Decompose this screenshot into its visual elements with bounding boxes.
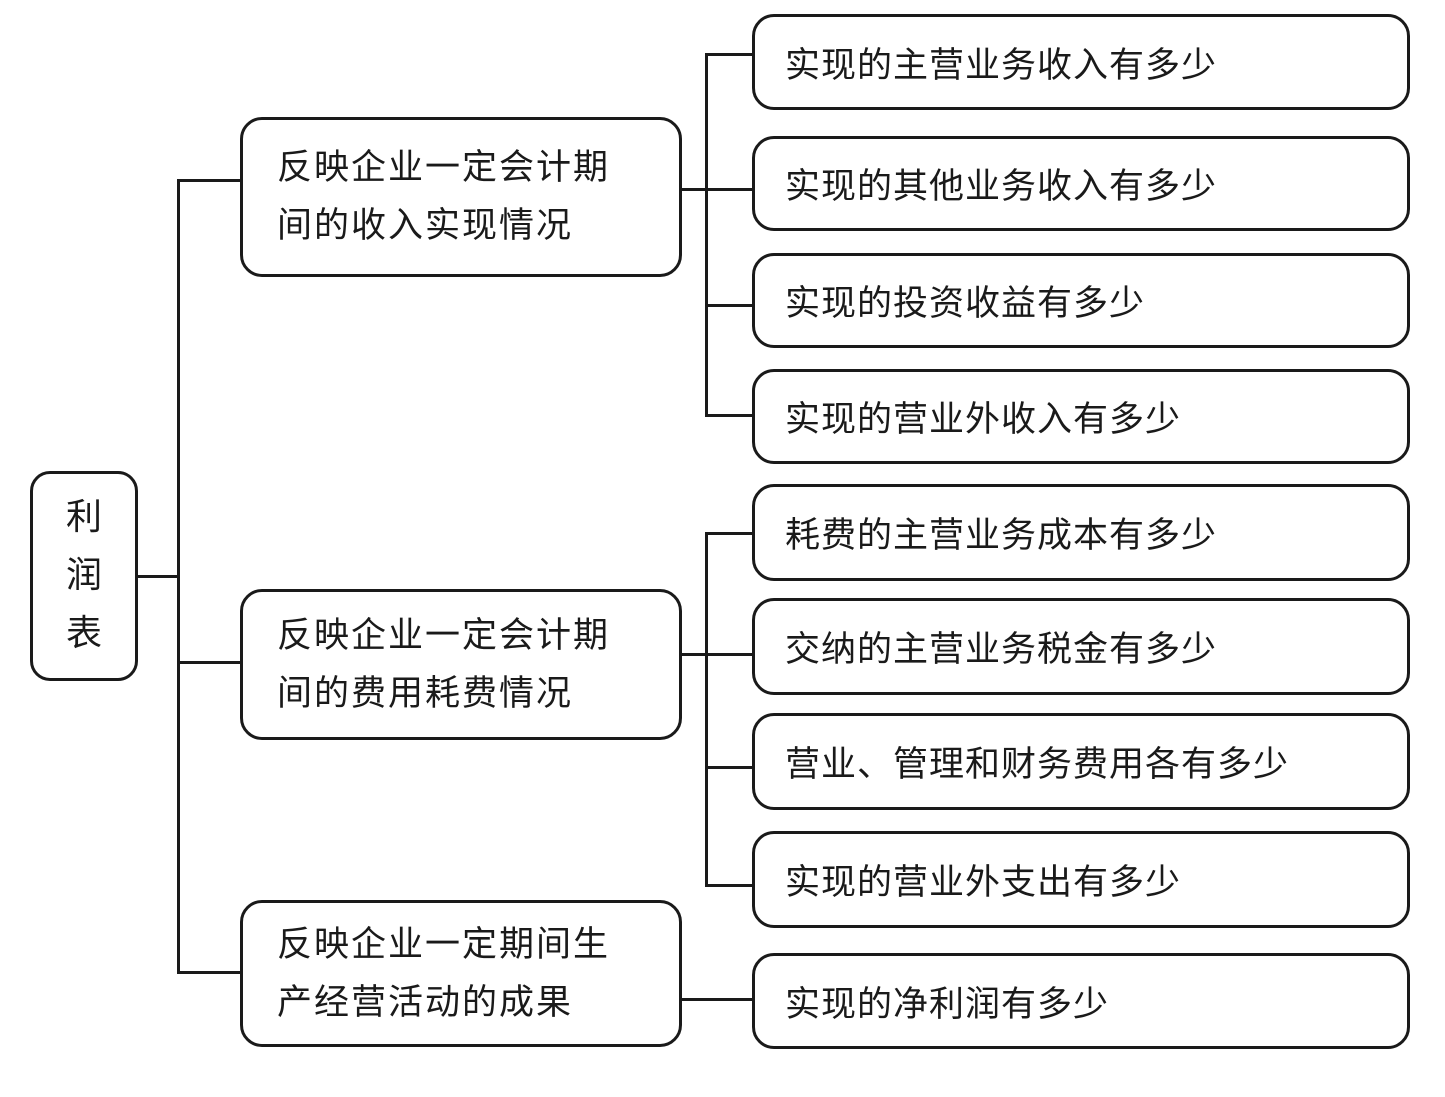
leaf-node: 耗费的主营业务成本有多少 bbox=[752, 484, 1410, 581]
leaf-node: 实现的主营业务收入有多少 bbox=[752, 14, 1410, 110]
leaf-label: 实现的营业外收入有多少 bbox=[785, 400, 1182, 440]
branch-label: 反映企业一定期间生 产经营活动的成果 bbox=[277, 924, 611, 1023]
connector-b1-leaf2 bbox=[705, 188, 753, 191]
root-char-2: 润 bbox=[65, 555, 102, 596]
root-char-1: 利 bbox=[65, 497, 102, 538]
leaf-label: 实现的投资收益有多少 bbox=[785, 284, 1146, 324]
leaf-label: 耗费的主营业务成本有多少 bbox=[785, 516, 1218, 556]
leaf-node: 实现的其他业务收入有多少 bbox=[752, 136, 1410, 231]
leaf-node: 实现的投资收益有多少 bbox=[752, 253, 1410, 348]
leaf-node: 实现的营业外收入有多少 bbox=[752, 369, 1410, 464]
leaf-node: 营业、管理和财务费用各有多少 bbox=[752, 713, 1410, 810]
leaf-node: 实现的净利润有多少 bbox=[752, 953, 1410, 1049]
root-char-3: 表 bbox=[65, 613, 102, 654]
leaf-label: 实现的主营业务收入有多少 bbox=[785, 45, 1218, 86]
leaf-label: 营业、管理和财务费用各有多少 bbox=[785, 745, 1290, 785]
connector-trunk bbox=[177, 179, 180, 974]
connector-b1-leaf4 bbox=[705, 414, 753, 417]
leaf-node: 交纳的主营业务税金有多少 bbox=[752, 598, 1410, 695]
root-node: 利 润 表 bbox=[30, 471, 138, 681]
connector-b1-spine bbox=[705, 53, 708, 417]
leaf-label: 实现的营业外支出有多少 bbox=[785, 863, 1182, 903]
branch-label: 反映企业一定会计期 间的收入实现情况 bbox=[277, 148, 611, 246]
branch-label: 反映企业一定会计期 间的费用耗费情况 bbox=[277, 615, 611, 714]
connector-root bbox=[138, 575, 179, 578]
connector-b3-leaf1 bbox=[682, 998, 753, 1001]
connector-b1-leaf1 bbox=[705, 53, 753, 56]
connector-b2-leaf2 bbox=[705, 653, 753, 656]
connector-b1-out bbox=[682, 188, 708, 191]
leaf-label: 交纳的主营业务税金有多少 bbox=[785, 630, 1218, 670]
branch-node-revenue: 反映企业一定会计期 间的收入实现情况 bbox=[240, 117, 682, 277]
connector-b2-leaf4 bbox=[705, 884, 753, 887]
connector-b2-spine bbox=[705, 532, 708, 887]
leaf-node: 实现的营业外支出有多少 bbox=[752, 831, 1410, 928]
connector-b2-leaf1 bbox=[705, 532, 753, 535]
connector-branch-3 bbox=[177, 971, 240, 974]
leaf-label: 实现的净利润有多少 bbox=[785, 984, 1110, 1025]
connector-b2-out bbox=[682, 653, 708, 656]
branch-node-result: 反映企业一定期间生 产经营活动的成果 bbox=[240, 900, 682, 1047]
connector-b2-leaf3 bbox=[705, 766, 753, 769]
leaf-label: 实现的其他业务收入有多少 bbox=[785, 167, 1218, 207]
connector-branch-2 bbox=[177, 661, 240, 664]
connector-branch-1 bbox=[177, 179, 240, 182]
branch-node-expense: 反映企业一定会计期 间的费用耗费情况 bbox=[240, 589, 682, 740]
connector-b1-leaf3 bbox=[705, 304, 753, 307]
